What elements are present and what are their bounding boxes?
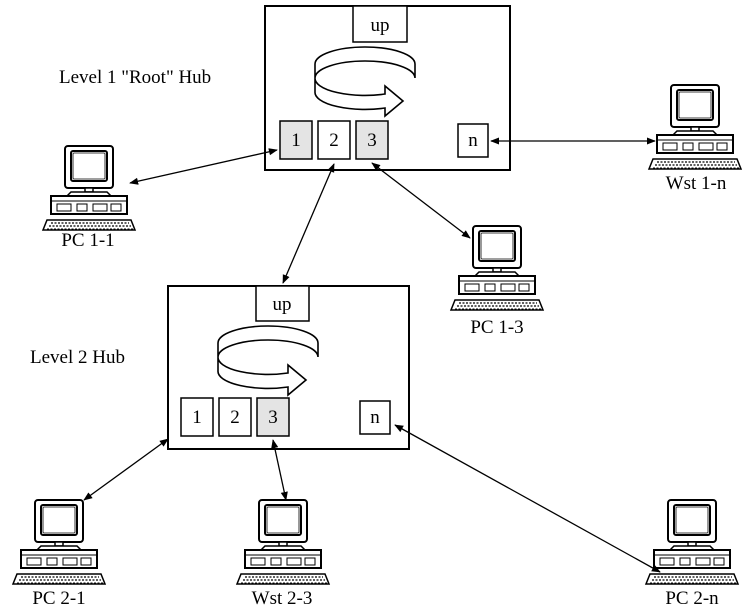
level1-hub: up 1 2 3 n	[264, 5, 511, 171]
level2-up-port	[255, 285, 310, 322]
level2-port-1-label: 1	[192, 407, 202, 428]
link-hub1-port2-hub2-up	[282, 163, 335, 284]
node-label-pc-2-n: PC 2-n	[665, 588, 719, 609]
level1-port-2	[317, 120, 351, 160]
level1-port-3	[355, 120, 389, 160]
link-hub1-port3-pc13	[371, 162, 471, 239]
level2-port-3	[256, 397, 290, 437]
link-hub2-portn-pc2n	[394, 424, 661, 573]
node-label-wst-2-3: Wst 2-3	[252, 588, 313, 609]
node-label-pc-1-3: PC 1-3	[470, 317, 523, 338]
computer-icon	[12, 499, 106, 585]
level1-port-n-label: n	[468, 130, 478, 151]
level2-port-2	[218, 397, 252, 437]
level1-up-label: up	[371, 15, 390, 36]
level1-port-1	[279, 120, 313, 160]
computer-icon	[648, 84, 742, 170]
level2-port-1	[180, 397, 214, 437]
node-label-pc-1-1: PC 1-1	[61, 230, 114, 251]
node-label-pc-2-1: PC 2-1	[32, 588, 85, 609]
level2-up-label: up	[273, 294, 292, 315]
computer-icon	[236, 499, 330, 585]
level2-port-3-label: 3	[268, 407, 278, 428]
computer-icon	[42, 145, 136, 231]
node-label-wst-1-n: Wst 1-n	[666, 173, 727, 194]
level2-port-n	[359, 400, 391, 435]
level1-up-port	[352, 5, 408, 43]
link-hub2-pc21	[83, 438, 169, 501]
level2-port-2-label: 2	[230, 407, 240, 428]
link-pc11-hub1-port1	[129, 148, 278, 185]
link-hub2-port3-wst23	[271, 439, 288, 501]
level2-hub-label: Level 2 Hub	[30, 347, 125, 368]
level2-port-n-label: n	[370, 407, 380, 428]
level1-hub-label: Level 1 "Root" Hub	[59, 67, 211, 88]
computer-icon	[450, 225, 544, 311]
level1-port-1-label: 1	[291, 130, 301, 151]
level2-hub: up 1 2 3 n	[167, 285, 410, 450]
level1-port-3-label: 3	[367, 130, 377, 151]
level1-port-2-label: 2	[329, 130, 339, 151]
level1-port-n	[457, 123, 489, 158]
